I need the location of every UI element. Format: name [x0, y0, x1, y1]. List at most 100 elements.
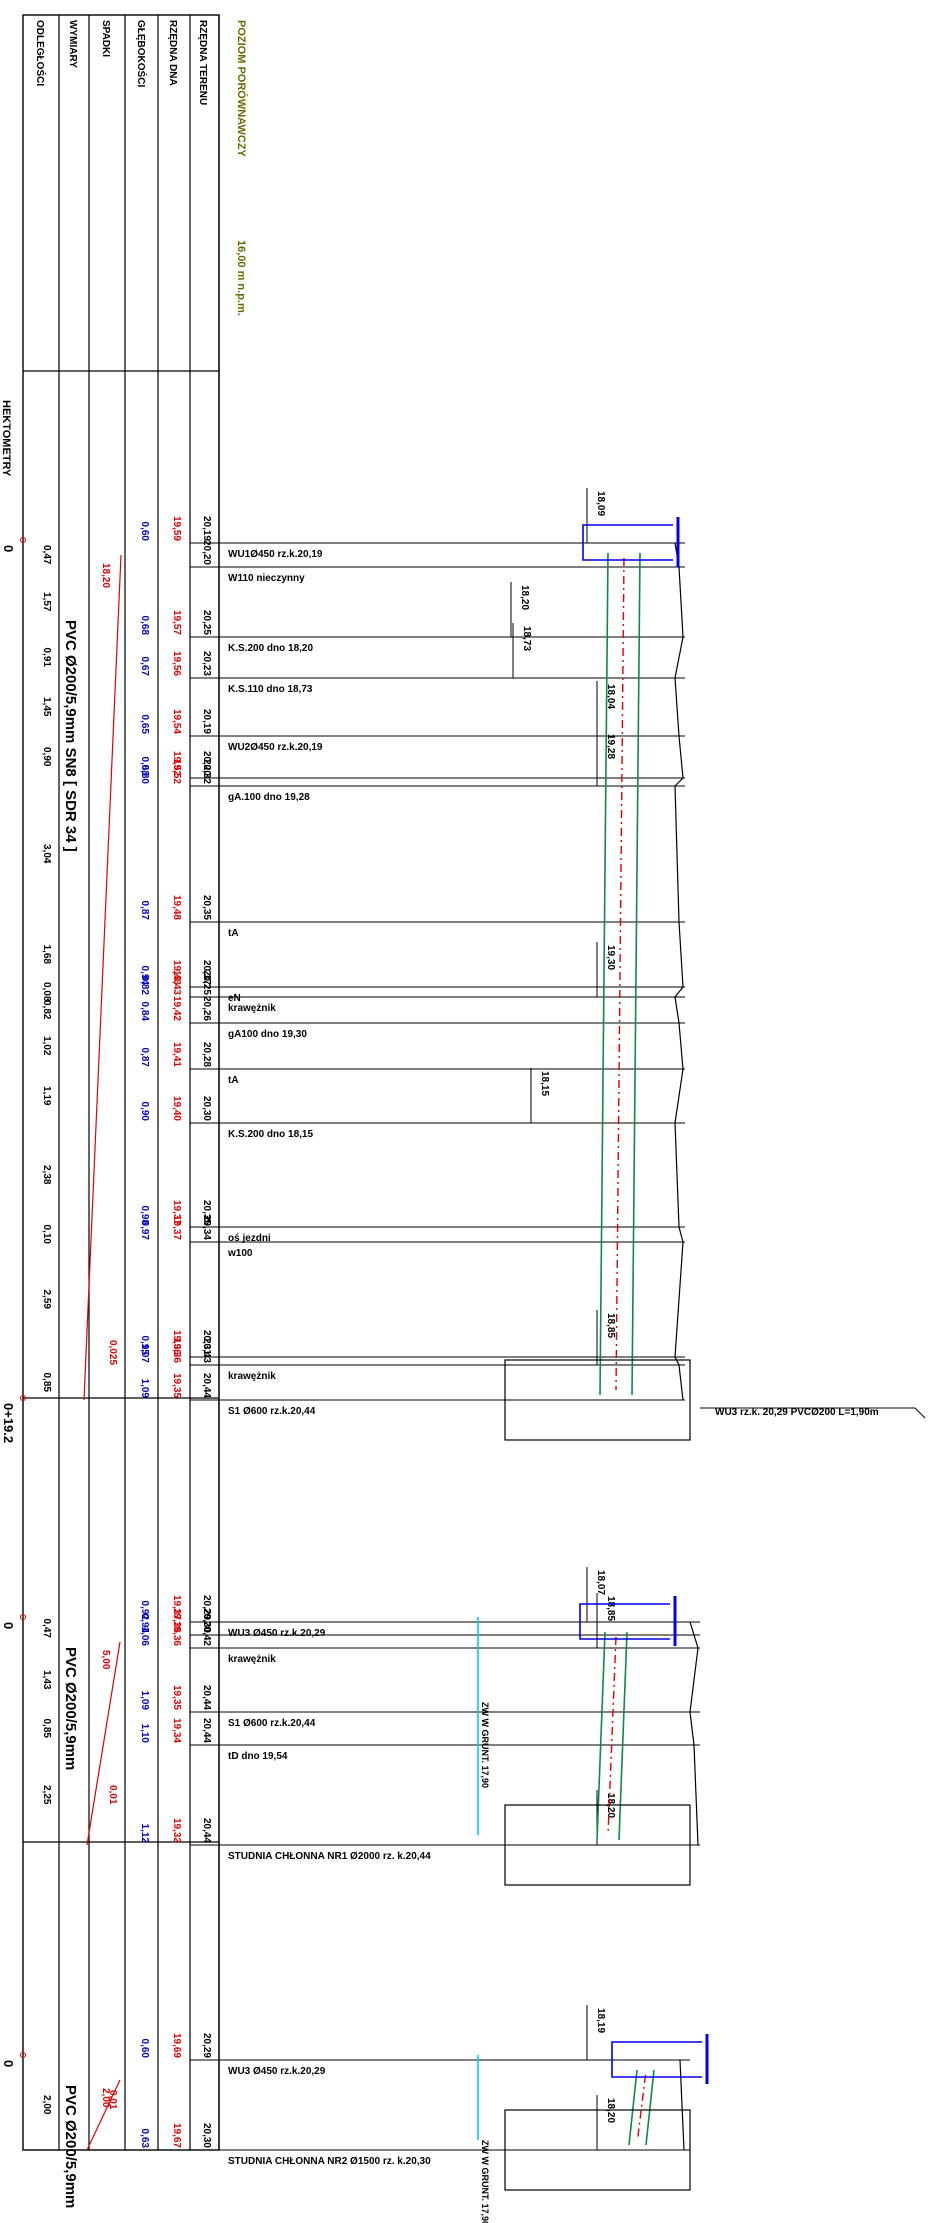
terrain-value: 20,26 — [201, 996, 212, 1021]
elevation-marker: 18,20 — [519, 585, 530, 610]
groundwater-label: ZW W GRUNT. 17,90 — [480, 1702, 490, 1788]
slope-line — [86, 2079, 121, 2151]
chainage-label: 0 — [1, 545, 16, 552]
bottom-value: 19,37 — [171, 1595, 182, 1620]
depth-value: 1,12 — [139, 1824, 150, 1844]
bottom-value: 19,36 — [171, 1621, 182, 1646]
slope-line — [83, 554, 122, 1401]
pipe-wall — [618, 1631, 628, 1841]
slope-start-label: 5,00 — [100, 1650, 111, 1670]
bottom-value: 19,40 — [171, 1096, 182, 1121]
bottom-value: 19,67 — [171, 2123, 182, 2148]
distance-value: 1,57 — [41, 592, 52, 612]
terrain-value: 20,19 — [201, 709, 212, 734]
terrain-value: 20,30 — [201, 1608, 212, 1633]
distance-value: 1,45 — [41, 697, 52, 717]
terrain-value: 20,44 — [201, 1818, 212, 1843]
distance-value: 0,47 — [41, 545, 52, 565]
chainage-marker — [20, 2052, 26, 2058]
row-label: RZĘDNA DNA — [167, 20, 178, 86]
terrain-value: 20,23 — [201, 651, 212, 676]
station-description: WU3 Ø450 rz.k.20,29 — [228, 2066, 326, 2077]
bottom-value: 19,43 — [171, 960, 182, 985]
end-chamber — [504, 1359, 691, 1441]
elevation-marker: 18,85 — [605, 1596, 616, 1621]
distance-value: 1,02 — [41, 1036, 52, 1056]
bottom-value: 19,43 — [171, 970, 182, 995]
pipe-wall — [628, 2069, 638, 2146]
ground-profile — [679, 2059, 685, 2151]
bottom-value: 19,57 — [171, 610, 182, 635]
depth-value: 0,67 — [139, 657, 150, 677]
row-labels: WU3 rz.k. 20,29 PVCØ200 L=1,90m — [700, 1407, 926, 1419]
station-description: krawężnik — [228, 1654, 276, 1665]
depth-value: 0,60 — [139, 522, 150, 542]
bottom-value: 19,35 — [171, 1373, 182, 1398]
row-label: RZĘDNA TERENU — [197, 20, 208, 105]
depth-value: 0,65 — [139, 715, 150, 735]
pipe-axis — [607, 1636, 617, 1836]
poziom-value: 16,00 m n.p.m. — [235, 240, 247, 316]
distance-value: 1,19 — [41, 1086, 52, 1106]
row-label: ODLEGŁOŚCI — [34, 20, 47, 86]
station-description: K.S.110 dno 18,73 — [228, 684, 313, 695]
terrain-value: 20,31 — [201, 1330, 212, 1355]
ground-profile — [674, 542, 684, 1401]
elevation-marker: 18,19 — [595, 2008, 606, 2033]
depth-value: 0,63 — [139, 2129, 150, 2149]
station-description: S1 Ø600 rz.k.20,44 — [228, 1406, 316, 1417]
depth-value: 0,94 — [139, 1614, 150, 1634]
chainage-label: 0 — [1, 1622, 16, 1629]
distance-value: 0,47 — [41, 1619, 52, 1639]
depth-value: 0,97 — [139, 1221, 150, 1241]
bottom-value: 19,52 — [171, 751, 182, 776]
station-description: WU2Ø450 rz.k.20,19 — [228, 742, 323, 753]
callout-leader — [700, 1407, 926, 1419]
depth-value: 0,84 — [139, 1002, 150, 1022]
distance-value: 0,91 — [41, 648, 52, 668]
depth-value: 0,94 — [139, 966, 150, 986]
station-description: gA100 dno 19,30 — [228, 1029, 307, 1040]
depth-value: 0,68 — [139, 757, 150, 777]
slope-start-label: 18,20 — [100, 563, 111, 588]
distance-value: 3,04 — [41, 844, 52, 864]
depth-value: 0,95 — [139, 1336, 150, 1356]
manhole-outline — [582, 524, 673, 561]
station-description: eN — [228, 993, 241, 1004]
terrain-value: 20,29 — [201, 2033, 212, 2058]
pipe-axis — [615, 557, 625, 1391]
depth-value: 0,80 — [139, 765, 150, 785]
distance-value: 2,25 — [41, 1785, 52, 1805]
depth-value: 1,07 — [139, 1344, 150, 1364]
terrain-value: 20,44 — [201, 1685, 212, 1710]
elevation-marker: 18,20 — [605, 1793, 616, 1818]
terrain-value: 20,30 — [201, 2123, 212, 2148]
chainage-label: 0 — [1, 2060, 16, 2067]
station-description: STUDNIA CHŁONNA NR2 Ø1500 rz. k.20,30 — [228, 2156, 431, 2167]
depth-value: 1,09 — [139, 1379, 150, 1399]
row-label: SPADKI — [100, 20, 111, 57]
bottom-value: 19,41 — [171, 1042, 182, 1067]
distance-value: 0,90 — [41, 747, 52, 767]
distance-value: 0,10 — [41, 1225, 52, 1245]
station-description: w100 — [227, 1248, 253, 1259]
bottom-value: 19,56 — [171, 651, 182, 676]
station-description: tD dno 19,54 — [228, 1751, 288, 1762]
chainage-marker — [20, 537, 26, 543]
elevation-marker: 18,09 — [595, 491, 606, 516]
station-description: WU3 Ø450 rz.k.20,29 — [228, 1628, 326, 1639]
depth-value: 1,09 — [139, 1691, 150, 1711]
terrain-value: 20,25 — [201, 970, 212, 995]
bottom-value: 19,34 — [171, 1718, 182, 1743]
elevation-marker: 18,04 — [605, 684, 616, 709]
pipe-label: PVC Ø200/5,9mm SN8 [ SDR 34 ] — [62, 620, 79, 852]
depth-value: 0,90 — [139, 1102, 150, 1122]
distance-value: 1,68 — [41, 945, 52, 965]
slope-label: 0,01 — [107, 1785, 118, 1805]
station-description: STUDNIA CHŁONNA NR1 Ø2000 rz. k.20,44 — [228, 1851, 431, 1862]
station-description: gA.100 dno 19,28 — [228, 792, 310, 803]
